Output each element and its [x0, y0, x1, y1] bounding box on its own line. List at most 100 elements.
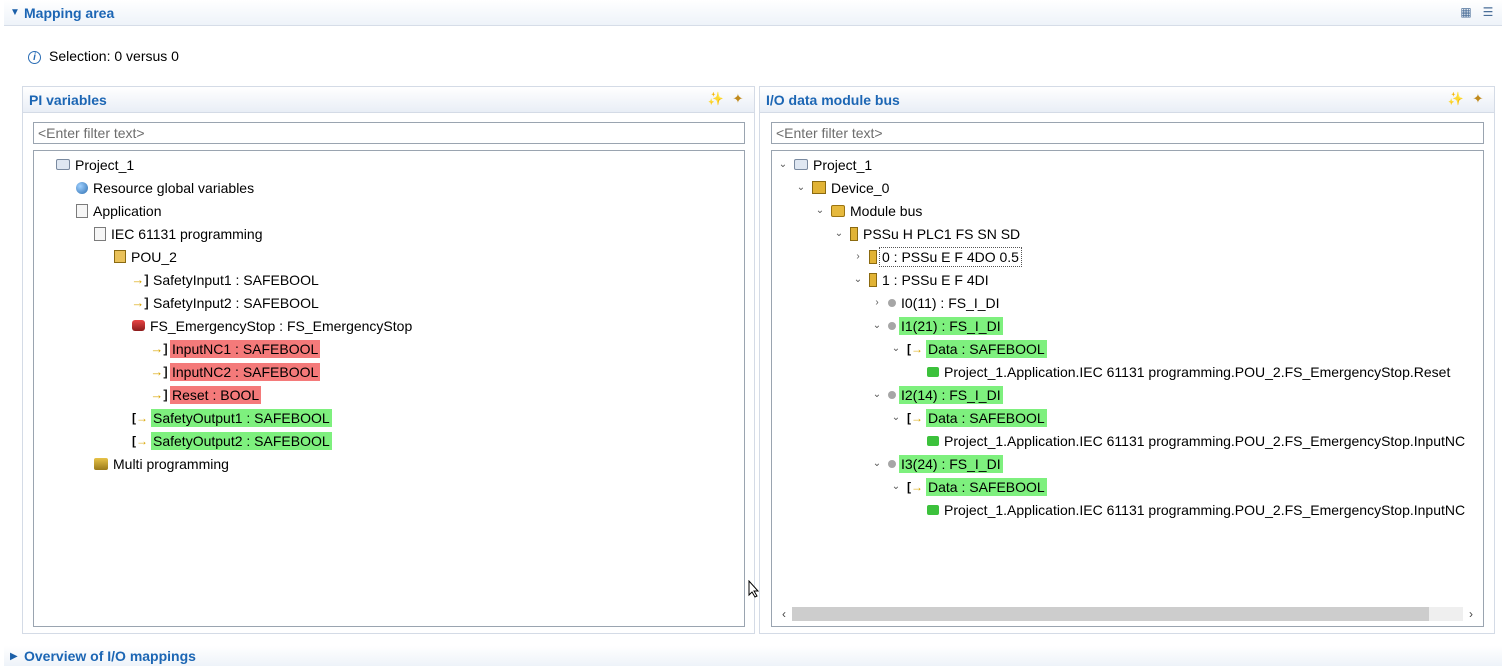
tree-node-iec-programming[interactable]: IEC 61131 programming: [94, 222, 264, 245]
tree-node-safety-output2[interactable]: SafetyOutput2 : SAFEBOOL: [132, 429, 332, 452]
output-variable-icon: [907, 410, 923, 426]
selection-info: i Selection: 0 versus 0: [28, 47, 179, 64]
expanded-arrow-icon[interactable]: ⌄: [891, 481, 901, 492]
tree-node-module-0[interactable]: › 0 : PSSu E F 4DO 0.5: [851, 245, 1022, 268]
list-view-icon[interactable]: ☰: [1482, 5, 1494, 19]
expand-all-icon[interactable]: ✨: [1447, 91, 1465, 106]
tree-node-i3-data[interactable]: ⌄ Data : SAFEBOOL: [889, 475, 1047, 498]
mapping-area-title: Mapping area: [24, 4, 115, 21]
input-variable-icon: [132, 295, 148, 311]
tree-node-pou[interactable]: POU_2: [114, 245, 179, 268]
expanded-arrow-icon[interactable]: ⌄: [853, 274, 863, 285]
panel-title-pi-variables: PI variables ✨ ✦: [23, 87, 754, 113]
application-icon: [76, 203, 88, 218]
globe-icon: [76, 181, 88, 194]
program-icon: [94, 226, 106, 241]
pou-icon: [114, 250, 126, 263]
channel-dot-icon: [888, 459, 896, 468]
channel-dot-icon: [888, 298, 896, 307]
tree-node-i3[interactable]: ⌄ I3(24) : FS_I_DI: [870, 452, 1003, 475]
output-variable-icon: [132, 433, 148, 449]
expanded-arrow-icon[interactable]: ⌄: [872, 320, 882, 331]
channel-dot-icon: [888, 390, 896, 399]
layout-toggle-icon[interactable]: ▦: [1460, 5, 1472, 19]
tree-node-safety-input2[interactable]: SafetyInput2 : SAFEBOOL: [132, 291, 321, 314]
tree-node-plc[interactable]: ⌄ PSSu H PLC1 FS SN SD: [832, 222, 1022, 245]
collapse-all-icon[interactable]: ✦: [732, 91, 744, 106]
tree-node-i3-mapping[interactable]: Project_1.Application.IEC 61131 programm…: [927, 498, 1467, 521]
tree-node-application[interactable]: Application: [76, 199, 164, 222]
mapping-link-icon: [927, 366, 939, 377]
expanded-arrow-icon[interactable]: ⌄: [872, 458, 882, 469]
channel-dot-icon: [888, 321, 896, 330]
device-icon: [812, 181, 826, 194]
function-block-icon: [132, 320, 145, 331]
expand-arrow-icon[interactable]: ▶: [10, 650, 18, 662]
tree-node-i2-data[interactable]: ⌄ Data : SAFEBOOL: [889, 406, 1047, 429]
tree-node-input-nc2[interactable]: InputNC2 : SAFEBOOL: [151, 360, 321, 383]
overview-title: Overview of I/O mappings: [24, 648, 196, 664]
tree-node-i1[interactable]: ⌄ I1(21) : FS_I_DI: [870, 314, 1003, 337]
input-variable-icon: [132, 272, 148, 288]
mapping-area-header[interactable]: ▼ Mapping area ▦ ☰: [4, 0, 1502, 26]
plc-module-icon: [850, 226, 858, 241]
expanded-arrow-icon[interactable]: ⌄: [872, 389, 882, 400]
tree-node-i2-mapping[interactable]: Project_1.Application.IEC 61131 programm…: [927, 429, 1467, 452]
multi-programming-icon: [94, 457, 108, 470]
tree-node-project[interactable]: Project_1: [56, 153, 136, 176]
collapsed-arrow-icon[interactable]: ›: [856, 251, 860, 262]
mapping-link-icon: [927, 435, 939, 446]
expanded-arrow-icon[interactable]: ⌄: [891, 412, 901, 423]
tree-node-input-nc1[interactable]: InputNC1 : SAFEBOOL: [151, 337, 321, 360]
scroll-right-icon[interactable]: ›: [1469, 607, 1473, 621]
tree-node-i1-mapping[interactable]: Project_1.Application.IEC 61131 programm…: [927, 360, 1452, 383]
io-module-icon: [869, 249, 877, 264]
output-variable-icon: [907, 341, 923, 357]
project-icon: [56, 159, 70, 170]
expand-all-icon[interactable]: ✨: [707, 91, 725, 106]
tree-node-i0[interactable]: › I0(11) : FS_I_DI: [870, 291, 1002, 314]
panel-title-io-data-module-bus: I/O data module bus ✨ ✦: [760, 87, 1494, 113]
tree-node-fs-emergency-stop[interactable]: FS_EmergencyStop : FS_EmergencyStop: [132, 314, 414, 337]
output-variable-icon: [907, 479, 923, 495]
expanded-arrow-icon[interactable]: ⌄: [796, 182, 806, 193]
collapsed-arrow-icon[interactable]: ›: [875, 297, 879, 308]
tree-node-i1-data[interactable]: ⌄ Data : SAFEBOOL: [889, 337, 1047, 360]
expanded-arrow-icon[interactable]: ⌄: [778, 159, 788, 170]
project-icon: [794, 159, 808, 170]
io-data-filter-input[interactable]: [771, 122, 1484, 144]
pi-variables-filter-input[interactable]: [33, 122, 745, 144]
horizontal-scrollbar[interactable]: ‹ ›: [776, 606, 1479, 622]
tree-node-multi-programming[interactable]: Multi programming: [94, 452, 231, 475]
input-variable-icon: [151, 341, 167, 357]
scroll-left-icon[interactable]: ‹: [782, 607, 786, 621]
io-data-tree[interactable]: ⌄ Project_1 ⌄ Device_0 ⌄ Module bus ⌄ PS…: [771, 150, 1484, 627]
tree-node-module-1[interactable]: ⌄ 1 : PSSu E F 4DI: [851, 268, 991, 291]
tree-node-resource-globals[interactable]: Resource global variables: [76, 176, 256, 199]
tree-node-reset[interactable]: Reset : BOOL: [151, 383, 262, 406]
output-variable-icon: [132, 410, 148, 426]
collapse-all-icon[interactable]: ✦: [1472, 91, 1484, 106]
mouse-cursor-icon: [748, 580, 760, 598]
info-icon: i: [28, 51, 41, 64]
selection-text: Selection: 0 versus 0: [49, 47, 179, 64]
tree-node-device[interactable]: ⌄ Device_0: [794, 176, 891, 199]
overview-header[interactable]: ▶ Overview of I/O mappings: [4, 646, 1502, 666]
expanded-arrow-icon[interactable]: ⌄: [815, 205, 825, 216]
mapping-link-icon: [927, 504, 939, 515]
tree-node-i2[interactable]: ⌄ I2(14) : FS_I_DI: [870, 383, 1003, 406]
pi-variables-tree[interactable]: Project_1 Resource global variables Appl…: [33, 150, 745, 627]
expanded-arrow-icon[interactable]: ⌄: [834, 228, 844, 239]
module-bus-icon: [831, 204, 845, 217]
tree-node-module-bus[interactable]: ⌄ Module bus: [813, 199, 924, 222]
tree-node-safety-input1[interactable]: SafetyInput1 : SAFEBOOL: [132, 268, 321, 291]
scrollbar-thumb[interactable]: [792, 607, 1430, 621]
scrollbar-track[interactable]: [792, 607, 1463, 621]
expanded-arrow-icon[interactable]: ⌄: [891, 343, 901, 354]
tree-node-safety-output1[interactable]: SafetyOutput1 : SAFEBOOL: [132, 406, 332, 429]
io-module-icon: [869, 272, 877, 287]
input-variable-icon: [151, 364, 167, 380]
input-variable-icon: [151, 387, 167, 403]
collapse-arrow-icon[interactable]: ▼: [10, 7, 20, 18]
tree-node-project[interactable]: ⌄ Project_1: [776, 153, 874, 176]
